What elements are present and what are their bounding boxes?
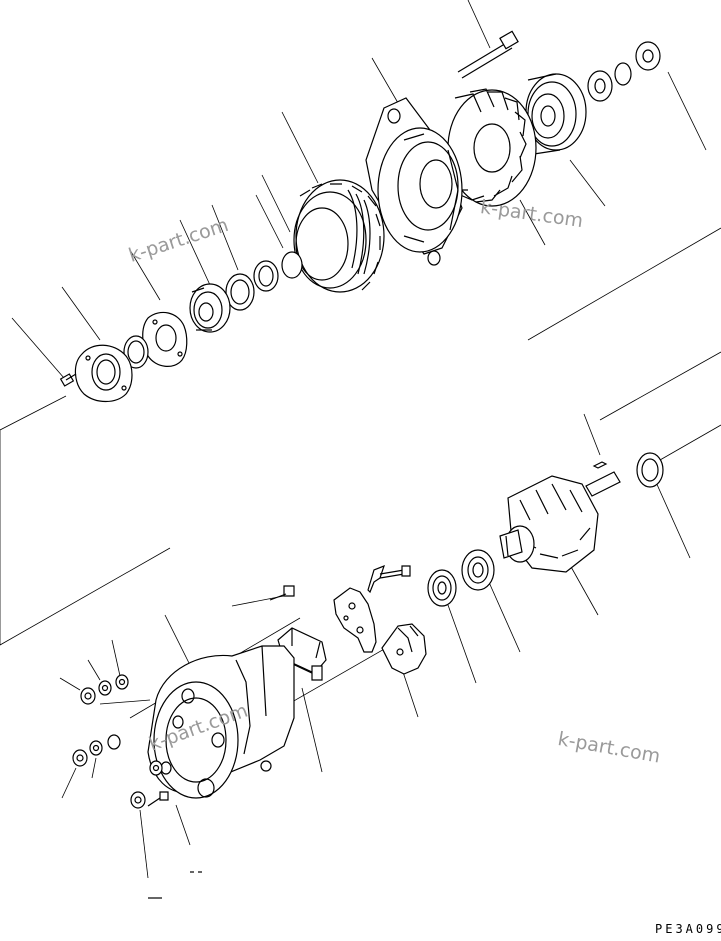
terminal-nut-1 [81, 688, 95, 704]
terminal-nut-3 [73, 750, 87, 766]
rear-bearing-2 [428, 570, 456, 606]
terminal-nut-4 [90, 741, 102, 755]
regulator-cover [382, 624, 426, 674]
front-bearing [190, 284, 230, 332]
shaft-collar [637, 453, 663, 487]
terminal-washer-2 [108, 735, 120, 749]
pulley-nut [636, 42, 660, 70]
pulley [526, 74, 586, 154]
bearing-cover [75, 345, 132, 401]
drawing-code: PE3A099 [655, 922, 721, 936]
terminal-nut-5 [150, 761, 162, 775]
terminal-nut-6 [131, 792, 145, 808]
rotor [500, 472, 620, 572]
cover-screw [61, 374, 76, 386]
spacer-ring-2 [254, 261, 278, 291]
leader-lines [12, 0, 706, 878]
terminal-bracket [368, 566, 410, 592]
bearing-retainer [143, 312, 187, 366]
spacer-ring-1 [282, 252, 302, 278]
brush-terminal-screw [270, 586, 294, 600]
spacer-ring-3 [226, 274, 254, 310]
lock-washer [615, 63, 631, 85]
seal-ring [124, 336, 148, 368]
terminal-washer-1 [116, 675, 128, 689]
terminal-screw [148, 792, 168, 806]
terminal-nut-2 [99, 681, 111, 695]
rear-housing [148, 646, 294, 798]
rectifier-plate [334, 588, 376, 652]
rear-bearing-1 [462, 550, 494, 590]
front-housing [366, 98, 462, 265]
spring-washer [588, 71, 612, 101]
stator [294, 180, 384, 292]
woodruff-key [594, 462, 606, 468]
long-through-bolt [458, 31, 518, 78]
reference-marks [148, 872, 202, 898]
